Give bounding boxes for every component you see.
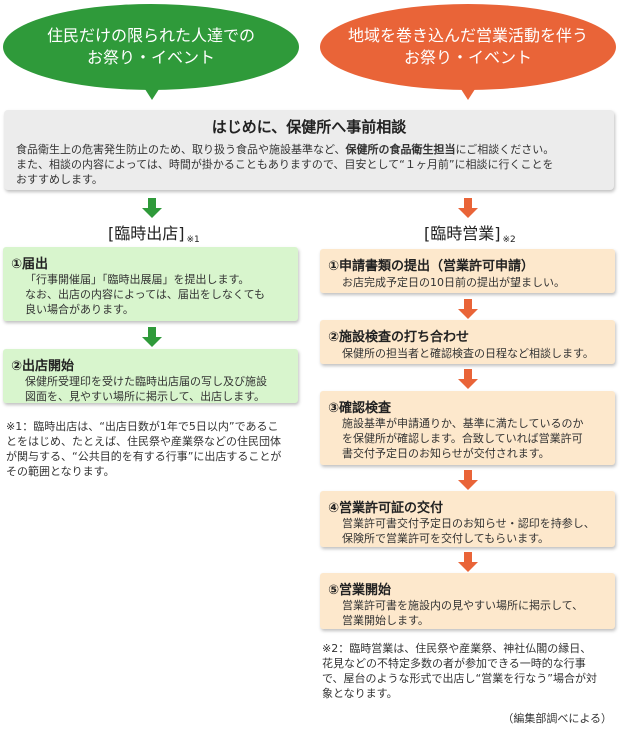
note-2-line-1: ※2：臨時営業は、住民祭や産業祭、神社仏閣の縁日、 <box>322 642 592 655</box>
right-step-5-line-2: 営業開始します。 <box>342 614 429 627</box>
consultation-line-1-pre: 食品衛生上の危害発生防止のため、取り扱う食品や施設基準など、 <box>16 143 346 156</box>
bubble-left-line1: 住民だけの限られた人達での <box>46 26 255 45</box>
note-mark-1: ※1 <box>186 235 200 245</box>
down-arrow-icon <box>142 327 162 347</box>
right-step-1-line-1: お店完成予定日の10日前の提出が望ましい。 <box>342 276 565 289</box>
right-step-2-line-1: 保健所の担当者と確認検査の日程など相談します。 <box>342 347 594 360</box>
source-note: （編集部調べによる） <box>502 712 612 725</box>
right-step-1-title: ①申請書類の提出（営業許可申請） <box>328 259 535 274</box>
left-step-2-title: ②出店開始 <box>11 359 75 374</box>
left-step-1-title: ①届出 <box>11 257 49 272</box>
down-arrow-icon <box>458 552 478 572</box>
bubble-right-line2: お祭り・イベント <box>403 48 532 67</box>
left-step-1-line-2: なお、出店の内容によっては、届出をしなくても <box>25 288 266 301</box>
right-step-4-box: ④営業許可証の交付 営業許可書交付予定日のお知らせ・認印を持参し、 保険所で営業… <box>320 491 615 547</box>
down-arrow-icon <box>458 198 478 218</box>
bubble-right-tail <box>459 86 477 100</box>
right-step-4-title: ④営業許可証の交付 <box>328 501 444 516</box>
note-1-line-3: が関与する、“公共目的を有する行事”に出店することが <box>6 450 282 463</box>
note-1-line-4: その範囲となります。 <box>6 465 115 478</box>
right-step-4-line-2: 保険所で営業許可を交付してもらいます。 <box>342 532 550 545</box>
right-step-3-title: ③確認検査 <box>328 401 392 416</box>
note-1-line-2: とをはじめ、たとえば、住民祭や産業祭などの住民団体 <box>6 435 281 448</box>
heading-temporary-stall: [臨時出店]※1 <box>108 220 200 245</box>
left-step-1-box: ①届出 「行事開催届」「臨時出展届」を提出します。 なお、出店の内容によっては、… <box>3 247 298 321</box>
consultation-title: はじめに、保健所へ事前相談 <box>211 118 407 136</box>
right-step-2-box: ②施設検査の打ち合わせ 保健所の担当者と確認検査の日程など相談します。 <box>320 320 615 364</box>
left-step-1-line-1: 「行事開催届」「臨時出展届」を提出します。 <box>25 273 250 286</box>
consultation-line-2: また、相談の内容によっては、時間が掛かることもありますので、目安として“１ヶ月前… <box>16 158 554 171</box>
consultation-box: はじめに、保健所へ事前相談 食品衛生上の危害発生防止のため、取り扱う食品や施設基… <box>4 110 614 190</box>
right-step-5-box: ⑤営業開始 営業許可書を施設内の見やすい場所に掲示して、 営業開始します。 <box>320 573 615 629</box>
left-step-2-box: ②出店開始 保健所受理印を受けた臨時出店届の写し及び施設 図面を、見やすい場所に… <box>3 349 298 403</box>
heading-temporary-business-text: [臨時営業] <box>424 224 501 243</box>
down-arrow-icon <box>458 470 478 490</box>
left-step-2-line-1: 保健所受理印を受けた臨時出店届の写し及び施設 <box>25 375 267 388</box>
right-step-3-line-1: 施設基準が申請通りか、基準に満たしているのか <box>342 417 584 430</box>
right-step-3-box: ③確認検査 施設基準が申請通りか、基準に満たしているのか を保健所が確認します。… <box>320 391 615 465</box>
consultation-line-1-post: にご相談ください。 <box>455 143 555 156</box>
down-arrow-icon <box>142 198 162 218</box>
bubble-right-line1: 地域を巻き込んだ営業活動を伴う <box>347 26 588 45</box>
bubble-residents-only: 住民だけの限られた人達での お祭り・イベント <box>3 4 299 90</box>
right-step-4-line-1: 営業許可書交付予定日のお知らせ・認印を持参し、 <box>342 517 595 530</box>
heading-temporary-business: [臨時営業]※2 <box>424 220 516 245</box>
right-step-5-title: ⑤営業開始 <box>328 583 392 598</box>
right-step-1-box: ①申請書類の提出（営業許可申請） お店完成予定日の10日前の提出が望ましい。 <box>320 249 615 293</box>
bubble-community-business: 地域を巻き込んだ営業活動を伴う お祭り・イベント <box>320 4 616 90</box>
note-mark-2: ※2 <box>502 235 516 245</box>
consultation-line-3: おすすめします。 <box>16 173 103 186</box>
right-step-3-line-2: を保健所が確認します。合致していれば営業許可 <box>342 432 583 445</box>
consultation-line-1-bold: 保健所の食品衛生担当 <box>345 143 456 156</box>
note-2-line-4: 象となります。 <box>322 687 398 700</box>
right-step-2-title: ②施設検査の打ち合わせ <box>328 330 470 345</box>
down-arrow-icon <box>458 369 478 389</box>
left-step-2-line-2: 図面を、見やすい場所に掲示して、出店します。 <box>25 390 266 403</box>
bubble-left-tail <box>143 86 161 100</box>
bubble-left-line2: お祭り・イベント <box>86 48 215 67</box>
note-2-line-3: で、屋台のような形式で出店し“営業を行なう”場合が対 <box>322 672 597 685</box>
right-step-5-line-1: 営業許可書を施設内の見やすい場所に掲示して、 <box>342 599 584 612</box>
consultation-line-1: 食品衛生上の危害発生防止のため、取り扱う食品や施設基準など、保健所の食品衛生担当… <box>16 141 554 157</box>
down-arrow-icon <box>458 299 478 319</box>
note-1-line-1: ※1：臨時出店は、“出店日数が1年で5日以内”であるこ <box>6 420 279 433</box>
left-step-1-line-3: 良い場合があります。 <box>25 303 134 316</box>
right-step-3-line-3: 書交付予定日のお知らせが交付されます。 <box>342 447 550 460</box>
heading-temporary-stall-text: [臨時出店] <box>108 224 185 243</box>
note-2-line-2: 花見などの不特定多数の者が参加できる一時的な行事 <box>322 657 586 670</box>
